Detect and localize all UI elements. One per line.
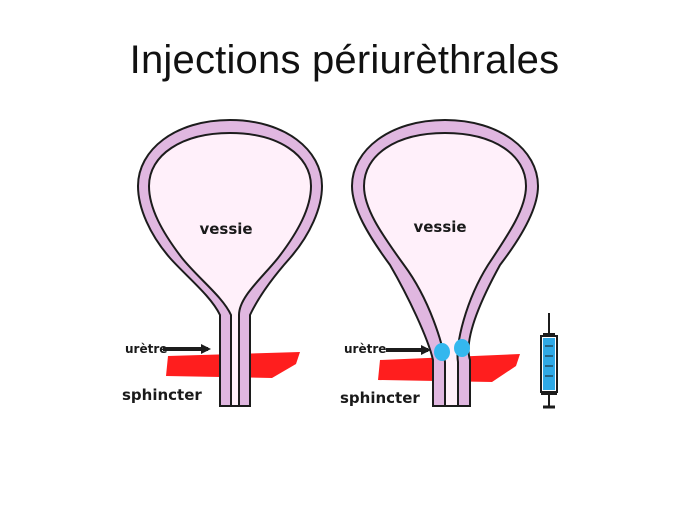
implant-right (454, 339, 470, 357)
implant-left (434, 343, 450, 361)
bladder-label: vessie (413, 218, 466, 236)
panel-normal: vessie urètre sphincter (122, 118, 324, 407)
sphincter-label: sphincter (340, 389, 420, 407)
sphincter-label: sphincter (122, 386, 202, 404)
syringe-icon (540, 313, 558, 409)
bladder-interior (362, 131, 528, 407)
urethra-label: urètre (344, 342, 386, 356)
page-title: Injections périurèthrales (129, 38, 560, 82)
bladder-interior (147, 131, 313, 407)
urethra-label: urètre (125, 342, 167, 356)
bladder-label: vessie (199, 220, 252, 238)
panel-injection: vessie urètre sphincter (340, 118, 540, 407)
